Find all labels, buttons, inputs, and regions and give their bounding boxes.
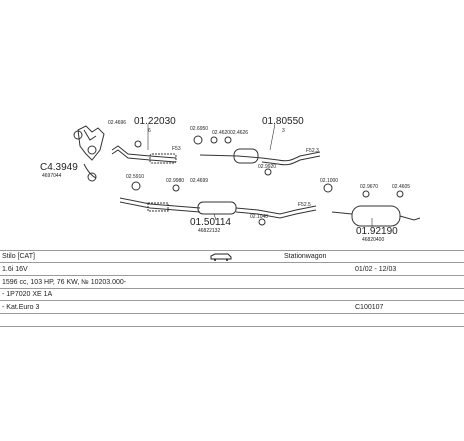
table-rule (0, 275, 464, 276)
part-center-silencer: 01.50114 (190, 217, 231, 228)
part-rear-silencer: 01.92190 (356, 226, 398, 237)
flex-pipe (149, 153, 177, 164)
small-label: 02.5910 (126, 174, 144, 180)
hanger-ring (172, 184, 180, 192)
front-silencer (233, 148, 259, 164)
vehicle-engine: 1.6i 16V (2, 266, 28, 273)
hanger-ring (131, 181, 141, 191)
part-rear-silencer-sub: 46820400 (362, 237, 384, 243)
hanger-ring (258, 218, 266, 226)
small-label: 02.9920 (258, 164, 276, 170)
hanger-ring (134, 140, 142, 148)
part-center-silencer-sub: 46822132 (198, 228, 220, 234)
small-label: 02.6950 (190, 126, 208, 132)
vehicle-dates: 01/02 - 12/03 (355, 266, 397, 273)
vehicle-spec: 1596 cc, 103 HP, 76 KW, № 10203.000- (2, 279, 127, 286)
small-label: 02.4620 (212, 130, 230, 136)
small-label: 02.9980 (166, 178, 184, 184)
small-label: 02.1040 (250, 214, 268, 220)
part-front-silencer: 01.80550 (262, 116, 304, 127)
catalog-code: C100107 (355, 304, 384, 311)
part-manifold: C4.3949 (40, 162, 78, 173)
vehicle-body: Stationwagon (284, 253, 327, 260)
rear-silencer (351, 205, 401, 227)
size-tag: F52.3 (306, 148, 319, 154)
center-silencer (197, 201, 237, 215)
table-rule (0, 250, 464, 251)
hanger-ring (362, 190, 370, 198)
small-label: 02.1000 (320, 178, 338, 184)
exhaust-diagram: C4.3949 01.22030 01.80550 01.50114 01.92… (40, 116, 421, 243)
center-flex (147, 202, 169, 212)
size-tag: F52.5 (298, 202, 311, 208)
front-pipe (111, 145, 177, 159)
hanger-ring (323, 183, 333, 193)
table-rule (0, 288, 464, 289)
table-rule (0, 326, 464, 327)
part-manifold-sub: 4697044 (42, 173, 62, 179)
small-label: 02.4699 (190, 178, 208, 184)
station-wagon-icon (210, 253, 232, 261)
small-label: 02.9670 (360, 184, 378, 190)
manifold-part (73, 125, 105, 182)
part-pipe1-sub: 6 (148, 128, 151, 134)
hanger-ring (396, 190, 404, 198)
front-silencer-pipe (199, 154, 263, 159)
table-rule (0, 300, 464, 301)
small-label: 02.4605 (392, 184, 410, 190)
hanger-ring (210, 136, 218, 144)
part-front-silencer-sub: 3 (282, 128, 285, 134)
small-label: 02.4696 (108, 120, 126, 126)
hanger-ring (193, 135, 203, 145)
small-label: 02.4626 (230, 130, 248, 136)
part-pipe1: 01.22030 (134, 116, 176, 127)
table-rule (0, 313, 464, 314)
vehicle-model: Stilo [CAT] (2, 253, 35, 260)
center-pipe (119, 197, 201, 209)
hanger-ring (264, 168, 272, 176)
table-rule (0, 262, 464, 263)
vehicle-engine-code: - 1P7020 XE 1A (2, 291, 53, 298)
vehicle-standard: - Kat.Euro 3 (2, 304, 40, 311)
hanger-ring (224, 136, 232, 144)
size-tag: F53 (172, 146, 181, 152)
